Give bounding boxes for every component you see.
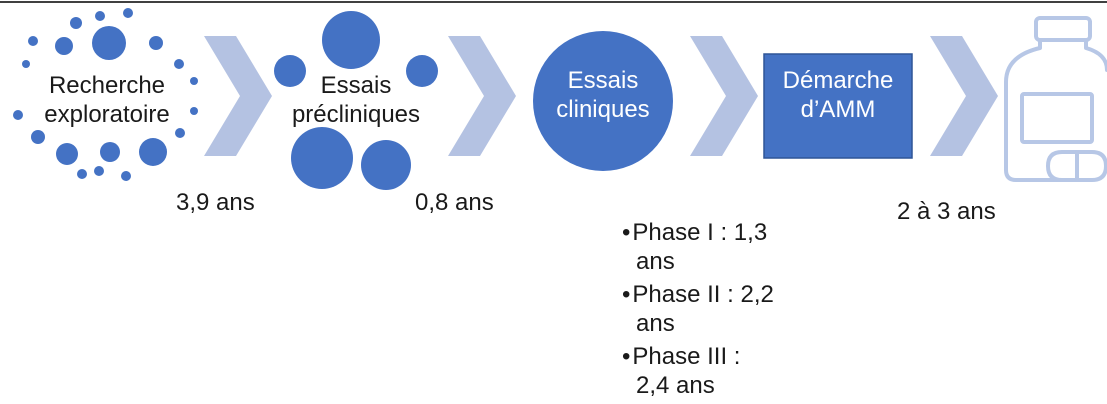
exploratory-research-dots bbox=[13, 8, 198, 181]
step-3-label: Essais cliniques bbox=[548, 66, 658, 124]
phase-1-line-2: ans bbox=[636, 248, 675, 275]
step-1-label-line-1: Recherche bbox=[48, 72, 166, 99]
step-3-label-line-1: Essais bbox=[567, 67, 639, 94]
phase-2-line-1: Phase II : 2,2 bbox=[632, 281, 774, 308]
phase-2-line-2: ans bbox=[636, 310, 675, 337]
phase-1-line-1: Phase I : 1,3 bbox=[632, 219, 768, 246]
phase-item: •Phase I : 1,3 ans bbox=[622, 218, 792, 276]
step-2-label-line-1: Essais bbox=[320, 72, 392, 99]
step-2-label-line-2: précliniques bbox=[291, 101, 421, 128]
phase-item: •Phase II : 2,2 ans bbox=[622, 280, 792, 338]
chevron-arrow-3 bbox=[690, 36, 758, 156]
chevron-arrow-2 bbox=[448, 36, 516, 156]
bullet-icon: • bbox=[622, 219, 631, 246]
phase-item: •Phase III : 2,4 ans bbox=[622, 342, 792, 400]
step-4-label-line-1: Démarche bbox=[782, 67, 894, 94]
duration-step-4: 2 à 3 ans bbox=[897, 198, 996, 225]
chevron-arrow-4 bbox=[930, 36, 998, 156]
clinical-phases-list: •Phase I : 1,3 ans •Phase II : 2,2 ans •… bbox=[622, 218, 792, 404]
step-1-label: Recherche exploratoire bbox=[22, 71, 192, 129]
bullet-icon: • bbox=[622, 343, 631, 370]
step-4-label-line-2: d’AMM bbox=[800, 96, 876, 123]
duration-step-1: 3,9 ans bbox=[176, 189, 255, 216]
preclinical-circles bbox=[274, 11, 438, 190]
duration-step-2: 0,8 ans bbox=[415, 189, 494, 216]
step-3-label-line-2: cliniques bbox=[556, 96, 650, 123]
step-2-label: Essais précliniques bbox=[276, 71, 436, 129]
chevron-arrow-1 bbox=[204, 36, 272, 156]
clinical-trials-circle bbox=[533, 31, 673, 171]
bullet-icon: • bbox=[622, 281, 631, 308]
phase-3-line-2: 2,4 ans bbox=[636, 372, 715, 399]
step-4-label: Démarche d’AMM bbox=[764, 66, 912, 124]
phase-3-line-1: Phase III : bbox=[632, 343, 741, 370]
medicine-bottle-and-pill-icon bbox=[1004, 16, 1107, 182]
marketing-authorization-box bbox=[763, 53, 913, 159]
step-1-label-line-2: exploratoire bbox=[44, 101, 170, 128]
